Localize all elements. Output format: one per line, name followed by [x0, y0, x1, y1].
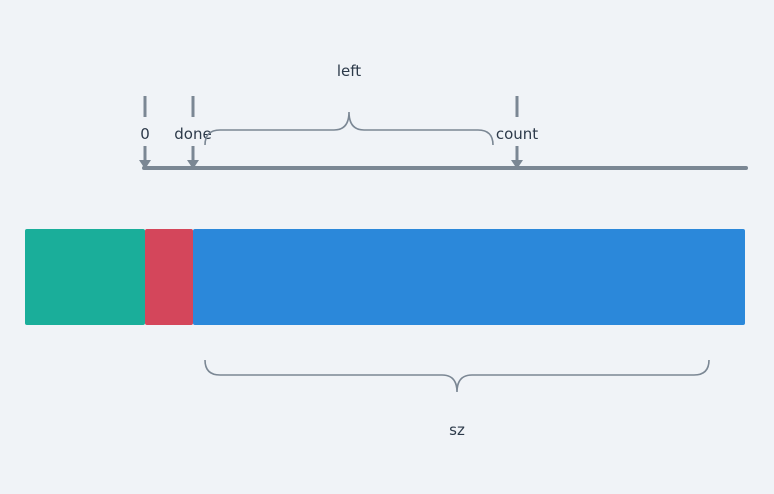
brace-left	[204, 111, 494, 146]
label-left: left	[337, 62, 361, 80]
brace-sz	[204, 359, 710, 393]
segment-red	[145, 229, 193, 325]
label-done: done	[174, 125, 211, 143]
marker-zero-arrow	[139, 96, 151, 169]
marker-done-arrow	[187, 96, 199, 169]
marker-count-arrow	[511, 96, 523, 169]
segment-blue	[193, 229, 745, 325]
label-count: count	[496, 125, 538, 143]
segment-green	[25, 229, 145, 325]
label-zero: 0	[140, 125, 150, 143]
label-sz: sz	[449, 421, 465, 439]
